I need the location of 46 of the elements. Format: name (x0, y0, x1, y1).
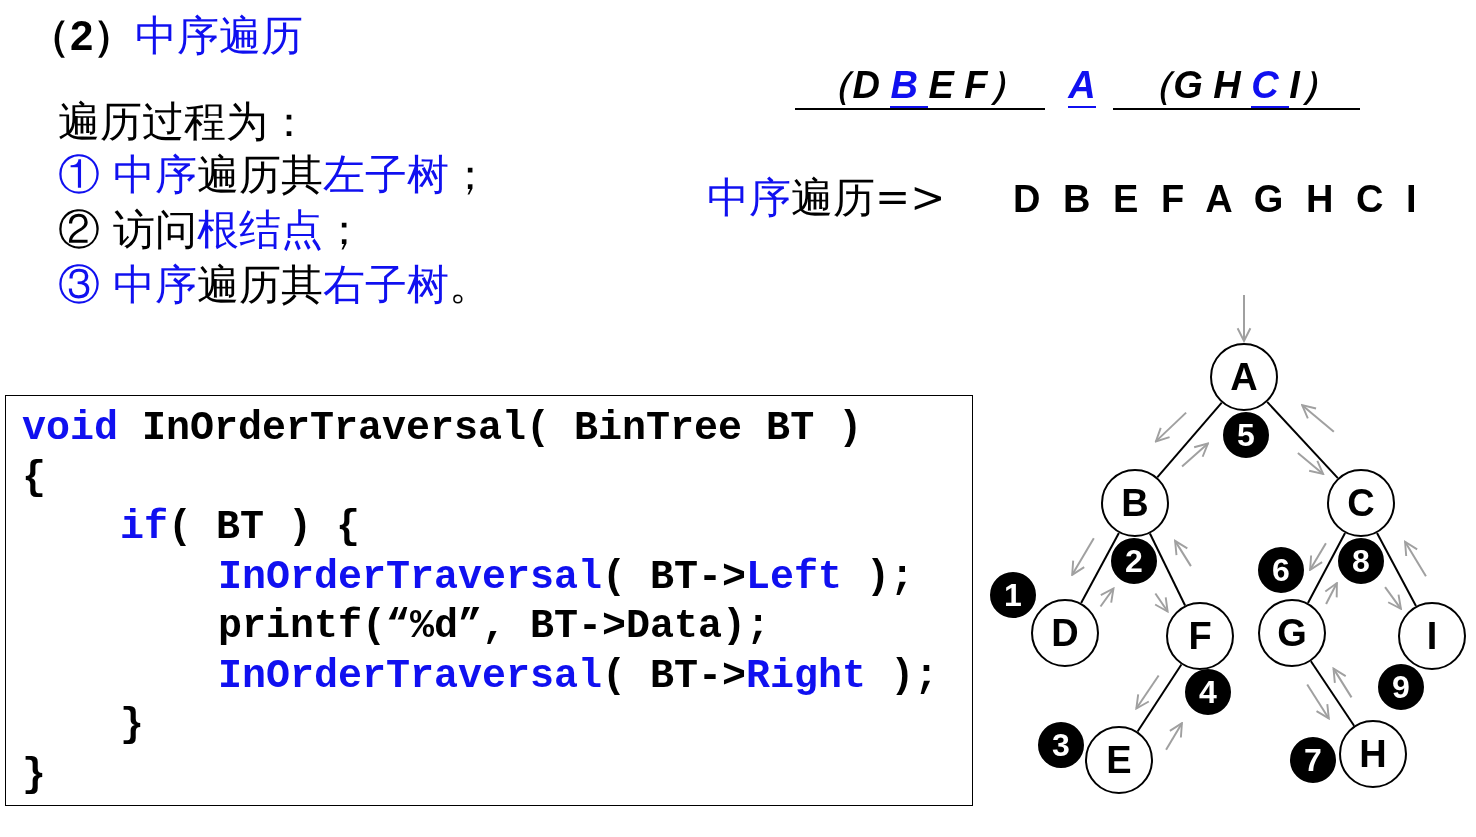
step-number: 9 (1378, 664, 1424, 710)
tree-branch (1306, 532, 1347, 604)
code-line: } (120, 702, 144, 750)
code-line: void InOrderTraversal( BinTree BT ) (22, 405, 863, 453)
code-line: printf(“%d”, BT->Data); (218, 603, 771, 651)
code-line: } (22, 751, 46, 800)
blank-line: （G H C I） (1113, 62, 1360, 110)
tree-node: C (1327, 469, 1395, 537)
blank-line: （D B E F） (795, 62, 1045, 110)
tree-branch (1156, 401, 1223, 479)
step-number: 4 (1185, 669, 1231, 715)
tree-branch (1376, 532, 1417, 607)
tree-node: G (1258, 599, 1326, 667)
step-number: 8 (1338, 538, 1384, 584)
code-line: if( BT ) { (120, 504, 361, 552)
step-number: 2 (1111, 538, 1157, 584)
step-number: 6 (1258, 547, 1304, 593)
step-number: 7 (1290, 737, 1336, 783)
tree-branch (1080, 531, 1120, 605)
tree-branch (1309, 660, 1356, 727)
tree-node: B (1101, 469, 1169, 537)
step-number: 1 (990, 572, 1036, 618)
step-text: ③ 中序遍历其右子树。 (58, 260, 492, 310)
code-line: InOrderTraversal( BT->Left ); (218, 553, 915, 602)
tree-branch (1266, 400, 1339, 480)
step-number: 5 (1223, 412, 1269, 458)
tree-node: I (1398, 602, 1466, 670)
tree-branch (1136, 663, 1183, 733)
step-number: 3 (1038, 722, 1084, 768)
result-label: 中序遍历=> (707, 173, 946, 223)
tree-node: H (1339, 720, 1407, 788)
tree-node: D (1031, 599, 1099, 667)
tree-node: F (1166, 602, 1234, 670)
entry-arrow (1236, 294, 1252, 342)
traversal-sequence: D B E F A G H C I (1013, 177, 1418, 222)
step-text: ① 中序遍历其左子树； (58, 150, 492, 200)
code-box (5, 395, 973, 806)
title: （2）中序遍历 (28, 10, 304, 62)
step-text: ② 访问根结点； (58, 205, 366, 255)
heading-text: 遍历过程为： (58, 97, 310, 147)
tree-branch (1148, 532, 1187, 607)
code-line: InOrderTraversal( BT->Right ); (218, 652, 939, 701)
tree-node: A (1210, 343, 1278, 411)
code-line: { (22, 454, 46, 503)
root-letter: A (1066, 63, 1097, 108)
tree-node: E (1085, 726, 1153, 794)
